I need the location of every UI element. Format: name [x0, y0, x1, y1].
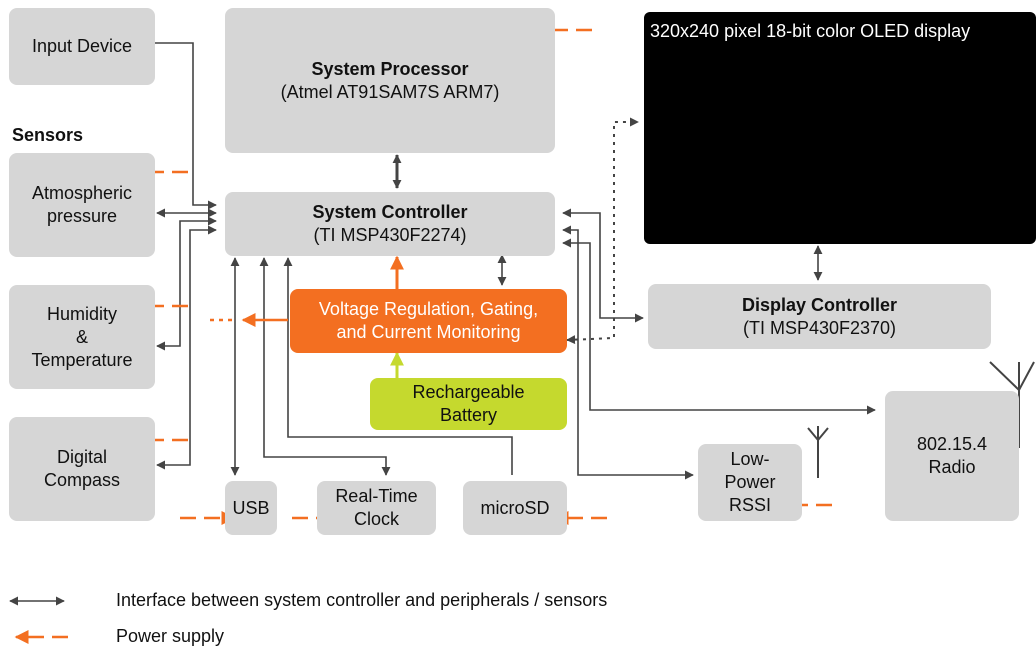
antenna-icons [807, 361, 1035, 478]
voltage-regulation-block: Voltage Regulation, Gating, and Current … [290, 289, 567, 353]
rtc-line1: Real-Time [335, 486, 418, 506]
input-device-block: Input Device [9, 8, 155, 85]
display-controller-title: Display Controller [741, 294, 898, 315]
input-device-label: Input Device [31, 36, 133, 56]
oled-display-title: 320x240 pixel 18-bit color OLED display [650, 21, 971, 41]
radio-block: 802.15.4 Radio [885, 391, 1019, 521]
display-controller-subtitle: (TI MSP430F2370) [742, 317, 897, 338]
humidity-line3: Temperature [31, 349, 133, 370]
voltage-line2: and Current Monitoring [336, 322, 521, 342]
atmospheric-line2: pressure [46, 206, 118, 226]
microsd-block: microSD [463, 481, 567, 535]
connector-input-device [155, 42, 217, 210]
oled-display-block: 320x240 pixel 18-bit color OLED display [644, 12, 1036, 244]
radio-line1: 802.15.4 [916, 434, 988, 454]
system-controller-subtitle: (TI MSP430F2274) [313, 225, 467, 245]
antenna-icon [807, 426, 829, 478]
connector-display-controller [562, 208, 644, 323]
connector-rtc [259, 257, 391, 476]
system-processor-title: System Processor [311, 58, 469, 79]
system-controller-block: System Controller (TI MSP430F2274) [225, 192, 555, 256]
rssi-line3: RSSI [728, 495, 771, 515]
atmospheric-pressure-block: Atmospheric pressure [9, 153, 155, 257]
battery-line2: Battery [439, 405, 498, 425]
digital-compass-block: Digital Compass [9, 417, 155, 521]
battery-line1: Rechargeable [412, 382, 525, 402]
connector-compass [156, 225, 217, 470]
atmospheric-line1: Atmospheric [31, 183, 133, 203]
legend-interface-label: Interface between system controller and … [116, 590, 608, 610]
usb-block: USB [225, 481, 277, 535]
connector-humidity [156, 216, 217, 351]
microsd-label: microSD [480, 497, 550, 518]
real-time-clock-block: Real-Time Clock [317, 481, 436, 535]
legend-power-label: Power supply [116, 626, 225, 646]
rssi-line2: Power [724, 472, 776, 492]
voltage-line1: Voltage Regulation, Gating, [318, 299, 539, 319]
compass-line1: Digital [56, 447, 108, 467]
antenna-icon [989, 361, 1035, 448]
humidity-temperature-block: Humidity & Temperature [9, 285, 155, 389]
connector-rssi [562, 225, 694, 480]
system-controller-title: System Controller [312, 202, 468, 222]
low-power-rssi-block: Low- Power RSSI [698, 444, 802, 521]
sensors-heading: Sensors [12, 125, 84, 145]
humidity-line2: & [75, 326, 88, 347]
usb-label: USB [232, 497, 270, 518]
display-controller-block: Display Controller (TI MSP430F2370) [648, 284, 991, 349]
compass-line2: Compass [43, 470, 121, 490]
rssi-line1: Low- [730, 449, 770, 469]
connector-microsd [283, 257, 513, 475]
humidity-line1: Humidity [46, 303, 117, 324]
radio-line2: Radio [928, 457, 976, 477]
rechargeable-battery-block: Rechargeable Battery [370, 378, 567, 430]
system-processor-subtitle: (Atmel AT91SAM7S ARM7) [280, 81, 500, 102]
rtc-line2: Clock [353, 509, 399, 529]
system-processor-block: System Processor (Atmel AT91SAM7S ARM7) [225, 8, 555, 153]
